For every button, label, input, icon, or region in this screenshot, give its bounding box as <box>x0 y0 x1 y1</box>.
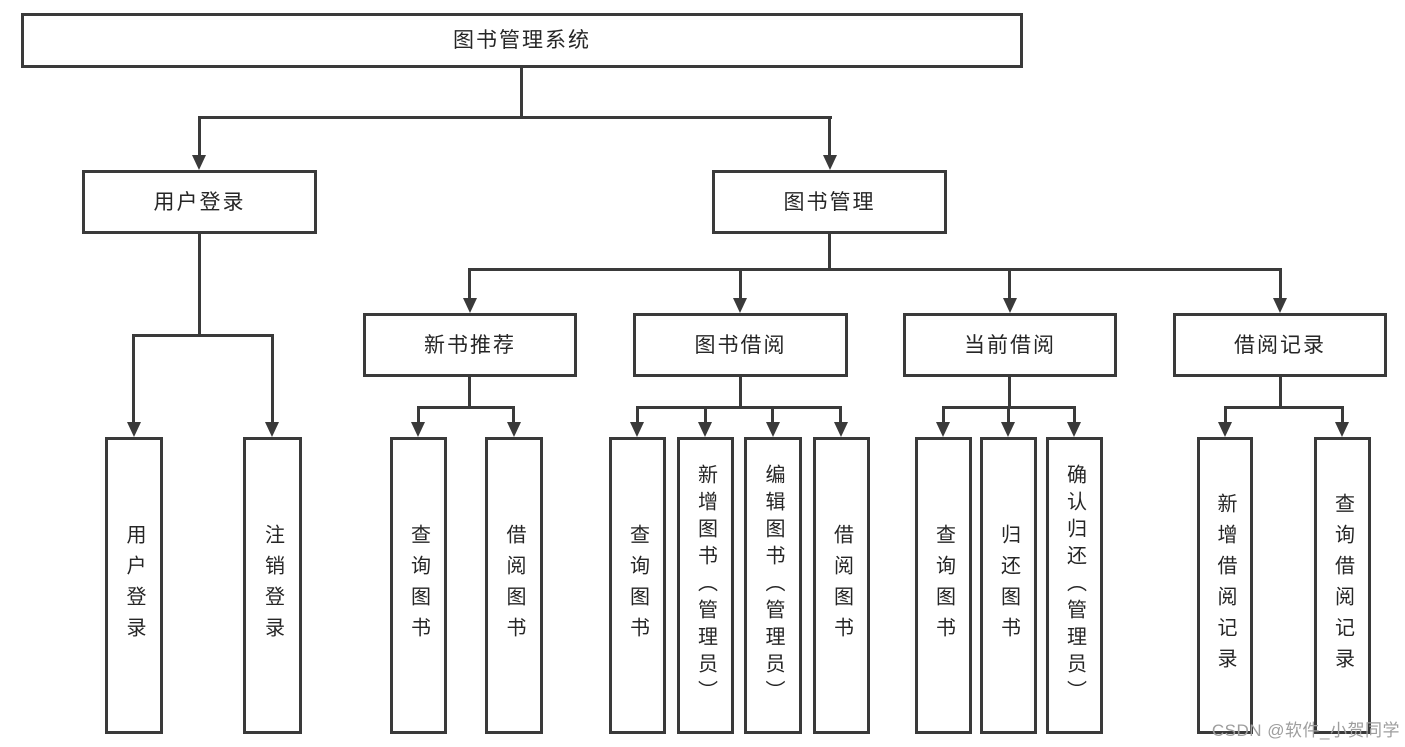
arrowhead <box>1273 298 1287 313</box>
connector <box>271 334 274 423</box>
arrowhead <box>630 422 644 437</box>
connector <box>636 406 639 423</box>
connector <box>468 376 471 409</box>
connector <box>828 116 831 156</box>
connector <box>739 268 742 300</box>
node-current-borrowing-label: 当前借阅 <box>964 333 1056 357</box>
leaf-add-borrow-record: 新增借阅记录 <box>1197 437 1253 734</box>
arrowhead <box>698 422 712 437</box>
connector <box>1073 406 1076 423</box>
connector <box>1279 268 1282 300</box>
connector <box>512 406 515 423</box>
connector <box>1008 376 1011 409</box>
connector <box>771 406 774 423</box>
node-new-book-recommendation-label: 新书推荐 <box>424 333 516 357</box>
node-root: 图书管理系统 <box>21 13 1023 68</box>
node-book-management: 图书管理 <box>712 170 947 234</box>
leaf-search-books-current-label: 查询图书 <box>932 523 955 648</box>
leaf-search-books-borrow: 查询图书 <box>609 437 666 734</box>
leaf-confirm-return-admin: 确认归还（管理员） <box>1046 437 1103 734</box>
connector <box>417 406 420 423</box>
node-root-label: 图书管理系统 <box>453 29 591 52</box>
arrowhead <box>463 298 477 313</box>
node-user-login-label: 用户登录 <box>153 190 246 214</box>
leaf-search-books-recommend-label: 查询图书 <box>407 523 430 648</box>
csdn-watermark: CSDN @软件_小贺同学 <box>1211 721 1400 740</box>
connector <box>468 268 471 300</box>
connector <box>942 406 945 423</box>
connector <box>739 376 742 409</box>
leaf-borrow-books: 借阅图书 <box>813 437 870 734</box>
connector <box>468 268 1282 271</box>
arrowhead <box>265 422 279 437</box>
connector <box>198 116 201 156</box>
connector <box>132 334 135 423</box>
leaf-logout-login-label: 注销登录 <box>261 523 284 648</box>
arrowhead <box>733 298 747 313</box>
connector <box>132 334 274 337</box>
node-book-management-label: 图书管理 <box>783 190 876 214</box>
leaf-search-books-recommend: 查询图书 <box>390 437 447 734</box>
leaf-borrow-books-label: 借阅图书 <box>830 523 853 648</box>
arrowhead <box>411 422 425 437</box>
arrowhead <box>507 422 521 437</box>
leaf-add-borrow-record-label: 新增借阅记录 <box>1214 492 1236 679</box>
node-book-borrowing-label: 图书借阅 <box>694 333 787 357</box>
connector <box>198 116 832 119</box>
arrowhead <box>1335 422 1349 437</box>
arrowhead <box>834 422 848 437</box>
leaf-user-login-label: 用户登录 <box>123 523 145 648</box>
arrowhead <box>823 155 837 170</box>
arrowhead <box>127 422 141 437</box>
arrowhead <box>1003 298 1017 313</box>
node-new-book-recommendation: 新书推荐 <box>363 313 577 377</box>
connector <box>1224 406 1227 423</box>
connector <box>417 406 515 409</box>
leaf-search-books-current: 查询图书 <box>915 437 972 734</box>
node-borrowing-records-label: 借阅记录 <box>1234 333 1326 357</box>
leaf-borrow-books-recommend-label: 借阅图书 <box>503 523 525 648</box>
connector <box>1341 406 1344 423</box>
arrowhead <box>936 422 950 437</box>
connector <box>828 233 831 271</box>
leaf-search-borrow-record: 查询借阅记录 <box>1314 437 1371 734</box>
connector <box>704 406 707 423</box>
leaf-edit-books-admin: 编辑图书（管理员） <box>744 437 802 734</box>
leaf-search-books-borrow-label: 查询图书 <box>626 523 649 648</box>
arrowhead <box>1001 422 1015 437</box>
leaf-return-books: 归还图书 <box>980 437 1037 734</box>
node-user-login: 用户登录 <box>82 170 317 234</box>
connector <box>1279 376 1282 409</box>
node-book-borrowing: 图书借阅 <box>633 313 848 377</box>
arrowhead <box>192 155 206 170</box>
connector <box>839 406 842 423</box>
leaf-user-login: 用户登录 <box>105 437 163 734</box>
node-current-borrowing: 当前借阅 <box>903 313 1117 377</box>
connector <box>1224 406 1344 409</box>
node-borrowing-records: 借阅记录 <box>1173 313 1387 377</box>
leaf-search-borrow-record-label: 查询借阅记录 <box>1331 492 1354 679</box>
connector <box>1008 268 1011 300</box>
arrowhead <box>1218 422 1232 437</box>
leaf-confirm-return-admin-label: 确认归还（管理员） <box>1063 464 1086 707</box>
leaf-add-books-admin-label: 新增图书（管理员） <box>694 464 717 707</box>
arrowhead <box>1067 422 1081 437</box>
leaf-borrow-books-recommend: 借阅图书 <box>485 437 543 734</box>
connector <box>198 233 201 337</box>
connector <box>520 68 523 118</box>
leaf-logout-login: 注销登录 <box>243 437 302 734</box>
leaf-add-books-admin: 新增图书（管理员） <box>677 437 734 734</box>
leaf-edit-books-admin-label: 编辑图书（管理员） <box>762 464 784 707</box>
leaf-return-books-label: 归还图书 <box>997 523 1020 648</box>
connector <box>1007 406 1010 423</box>
connector <box>636 406 842 409</box>
arrowhead <box>766 422 780 437</box>
